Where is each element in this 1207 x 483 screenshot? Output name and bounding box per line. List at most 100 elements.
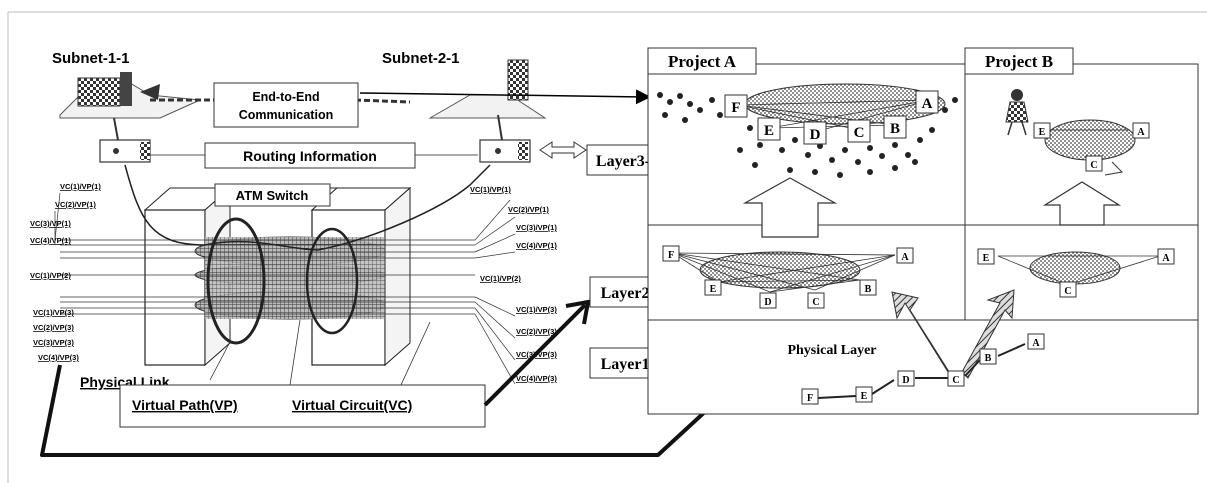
node-a-label: A (922, 96, 933, 112)
node-e (977, 248, 995, 265)
layer1-label: Layer1 (601, 356, 650, 373)
node-b (883, 115, 907, 139)
node-c-label: C (1090, 160, 1097, 171)
layer3-box (586, 144, 660, 176)
up-arrow-project-a (742, 177, 838, 238)
vc-labels-right: VC(1)/VP(1) VC(2)/VP(1) VC(3)/VP(1) VC(4… (470, 185, 557, 383)
node-b-label: B (985, 353, 992, 364)
node-e-label: E (710, 284, 717, 295)
node-d (897, 370, 915, 387)
node-b (859, 279, 877, 296)
node-a-label: A (1032, 338, 1040, 349)
virtual-path-label: Virtual Path(VP) (132, 397, 238, 413)
vc-left-label: VC(2)/VP(1) (55, 200, 96, 209)
physical-chain (817, 343, 1026, 399)
person-icon (1005, 89, 1029, 136)
vc-left-label: VC(1)/VP(1) (60, 182, 101, 191)
project-b-tab (964, 47, 1074, 75)
node-a (1157, 248, 1175, 265)
node-b-label: B (890, 121, 900, 137)
node-b-label: B (865, 284, 872, 295)
node-c-label: C (952, 375, 959, 386)
node-d (803, 121, 827, 145)
project-b-l2-ellipse (1029, 251, 1121, 285)
routing-info-box (204, 142, 416, 169)
node-c-label: C (812, 297, 819, 308)
vc-right-label: VC(1)/VP(3) (516, 305, 557, 314)
vc-lines (60, 239, 475, 315)
node-e-label: E (1039, 127, 1046, 138)
vc-right-label: VC(2)/VP(3) (516, 327, 557, 336)
subnet-left-label: Subnet-1-1 (52, 50, 130, 67)
node-a (1132, 122, 1150, 139)
node-e (1033, 122, 1051, 139)
vc-right-label: VC(3)/VP(1) (516, 223, 557, 232)
node-f-label: F (807, 393, 813, 404)
node-a (915, 90, 939, 114)
mid-big-arrow (483, 303, 587, 407)
communication-arrow (359, 89, 651, 105)
node-d-label: D (902, 375, 909, 386)
project-a-tab (647, 47, 757, 75)
node-d (759, 292, 777, 309)
vc-right-label: VC(2)/VP(1) (508, 205, 549, 214)
vc-left-label: VC(1)/VP(3) (33, 308, 74, 317)
vc-labels-left: VC(1)/VP(1) VC(2)/VP(1) VC(3)/VP(1) VC(4… (30, 182, 101, 362)
tower-icon (120, 72, 132, 106)
project-a-l2-ellipse (699, 251, 861, 289)
node-e-label: E (861, 391, 868, 402)
node-e-label: E (983, 253, 990, 264)
node-c (807, 292, 825, 309)
vc-left-label: VC(1)/VP(2) (30, 271, 71, 280)
subnet-right-terrain (428, 59, 547, 119)
vc-right-label: VC(1)/VP(1) (470, 185, 511, 194)
node-a-label: A (901, 252, 909, 263)
vc-left-label: VC(3)/VP(3) (33, 338, 74, 347)
vc-left-label: VC(4)/VP(1) (30, 236, 71, 245)
vc-right-label: VC(4)/VP(1) (516, 241, 557, 250)
vp-vc-box (119, 384, 486, 428)
bottom-big-arrow (40, 364, 747, 457)
node-c (1085, 155, 1103, 172)
node-f (724, 94, 748, 118)
vc-left-label: VC(4)/VP(3) (38, 353, 79, 362)
virtual-circuit-label: Virtual Circuit(VC) (292, 397, 412, 413)
node-d-label: D (764, 297, 771, 308)
subnet-left-terrain (59, 72, 202, 119)
node-a-label: A (1137, 127, 1145, 138)
layer3-label: Layer3- (596, 153, 650, 170)
layer2-label: Layer2 (601, 285, 650, 302)
end-to-end-line1: End-to-End (252, 90, 319, 104)
node-e (757, 117, 781, 141)
node-a (896, 247, 914, 264)
vc-ring (305, 227, 359, 335)
router-right (479, 139, 531, 163)
node-c (1059, 281, 1077, 298)
atm-switch-label: ATM Switch (236, 188, 309, 203)
node-f (801, 388, 819, 405)
project-b-l3-ellipse (1044, 119, 1136, 161)
node-e-label: E (764, 123, 774, 139)
vc-right-label: VC(1)/VP(2) (480, 274, 521, 283)
up-arrow-project-b (1042, 181, 1122, 226)
computer-icon (77, 77, 121, 107)
end-to-end-box (213, 82, 359, 128)
node-d-label: D (810, 127, 821, 143)
node-c (847, 119, 871, 143)
vc-left-label: VC(2)/VP(3) (33, 323, 74, 332)
node-e (704, 279, 722, 296)
vc-right-label: VC(4)/VP(3) (516, 374, 557, 383)
node-a-label: A (1162, 253, 1170, 264)
vc-left-label: VC(3)/VP(1) (30, 219, 71, 228)
node-f-label: F (731, 100, 740, 116)
building-icon (507, 59, 529, 101)
node-b (979, 348, 997, 365)
hatched-arrow-a (891, 291, 954, 379)
atm-switch-box (214, 183, 331, 207)
node-c-label: C (1064, 286, 1071, 297)
node-c (947, 370, 965, 387)
end-to-end-line2: Communication (239, 108, 333, 122)
node-a (1027, 333, 1045, 350)
